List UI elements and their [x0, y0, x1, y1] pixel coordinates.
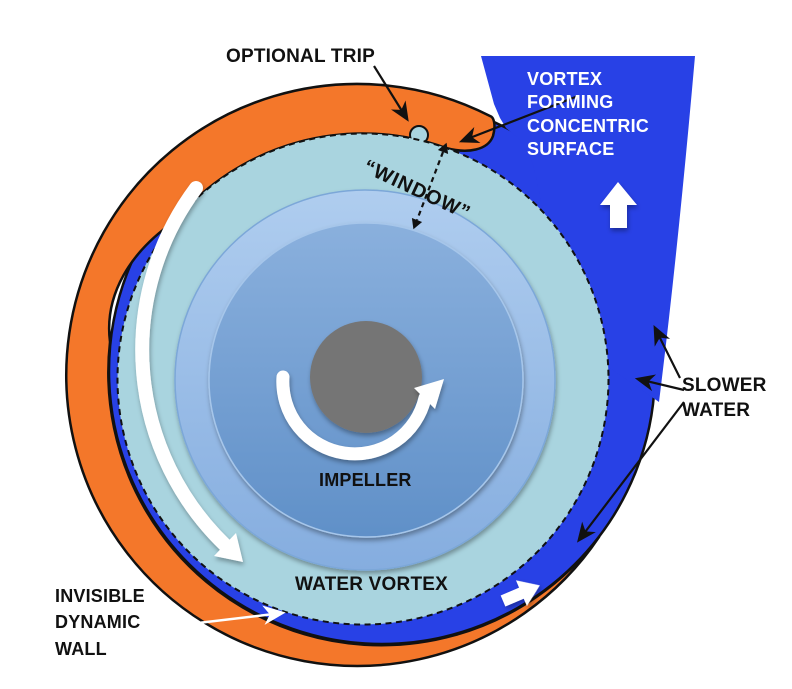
vortex-rotation-arrow-shaft: [135, 181, 232, 552]
impeller-rotation-arrow-shaft: [276, 370, 432, 461]
impeller-rotation-arrow: [276, 370, 444, 461]
slower-water-pointer-arrow-lower: [577, 401, 685, 543]
vortex-forming-surface-label: VORTEX FORMING CONCENTRIC SURFACE: [527, 69, 649, 160]
flow-arrow-right-icon: [500, 580, 540, 607]
vortex-rotation-arrow: [135, 181, 243, 562]
invisible-dynamic-wall-label: INVISIBLE DYNAMIC WALL: [55, 586, 145, 659]
optional-trip-label: OPTIONAL TRIP: [226, 46, 375, 67]
optional-trip-pointer-arrow: [373, 65, 409, 122]
water-vortex-label: WATER VORTEX: [295, 574, 448, 595]
window-arrow-line: [415, 151, 445, 221]
slower-water-label: SLOWER WATER: [682, 375, 767, 421]
vortex-surface-pointer-arrow: [458, 94, 579, 144]
window-arrow: [411, 142, 449, 230]
window-arrowhead-up-icon: [437, 142, 449, 154]
slower-water-pointer-arrow-left: [634, 374, 685, 392]
vortex-rotation-arrowhead-icon: [214, 533, 243, 562]
impeller-hub: [310, 321, 422, 433]
discharge-wedge: [481, 56, 695, 402]
invisible-wall-pointer-arrow: [155, 605, 286, 630]
impeller-label: IMPELLER: [319, 470, 412, 490]
window-arrowhead-down-icon: [411, 218, 423, 230]
impeller-rotation-arrowhead-icon: [414, 379, 444, 409]
slower-water-pointer-arrow-upper: [653, 325, 681, 379]
flow-arrow-up-icon: [600, 182, 637, 228]
